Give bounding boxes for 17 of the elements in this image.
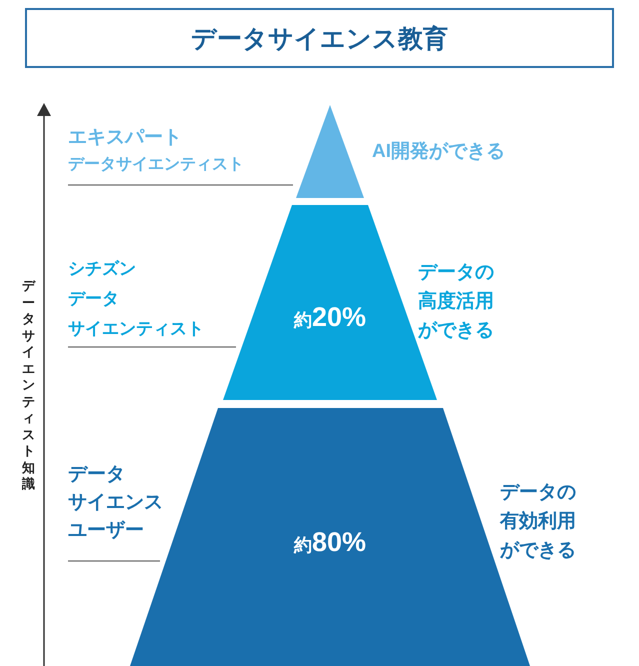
title-box: データサイエンス教育 [25, 8, 614, 68]
pyramid-tier [223, 205, 437, 400]
description-label: AI開発ができる [372, 141, 505, 164]
description-label: データの有効利用ができる [500, 481, 577, 563]
role-label: サイエンティスト [68, 319, 204, 340]
percentage-label: 約80% [292, 526, 368, 558]
role-label: シチズン [68, 259, 136, 280]
role-label: サイエンス [68, 492, 163, 515]
pyramid-tier [296, 105, 364, 198]
role-label: データサイエンティスト [68, 155, 244, 174]
role-label: エキスパート [68, 127, 182, 150]
role-label: データ [68, 289, 119, 310]
role-label: ユーザー [68, 520, 144, 543]
description-label: データの高度活用ができる [418, 261, 495, 343]
axis-label: データサイエンティスト知識 [22, 278, 35, 492]
role-label: データ [68, 464, 125, 487]
percentage-label: 約20% [292, 301, 368, 334]
